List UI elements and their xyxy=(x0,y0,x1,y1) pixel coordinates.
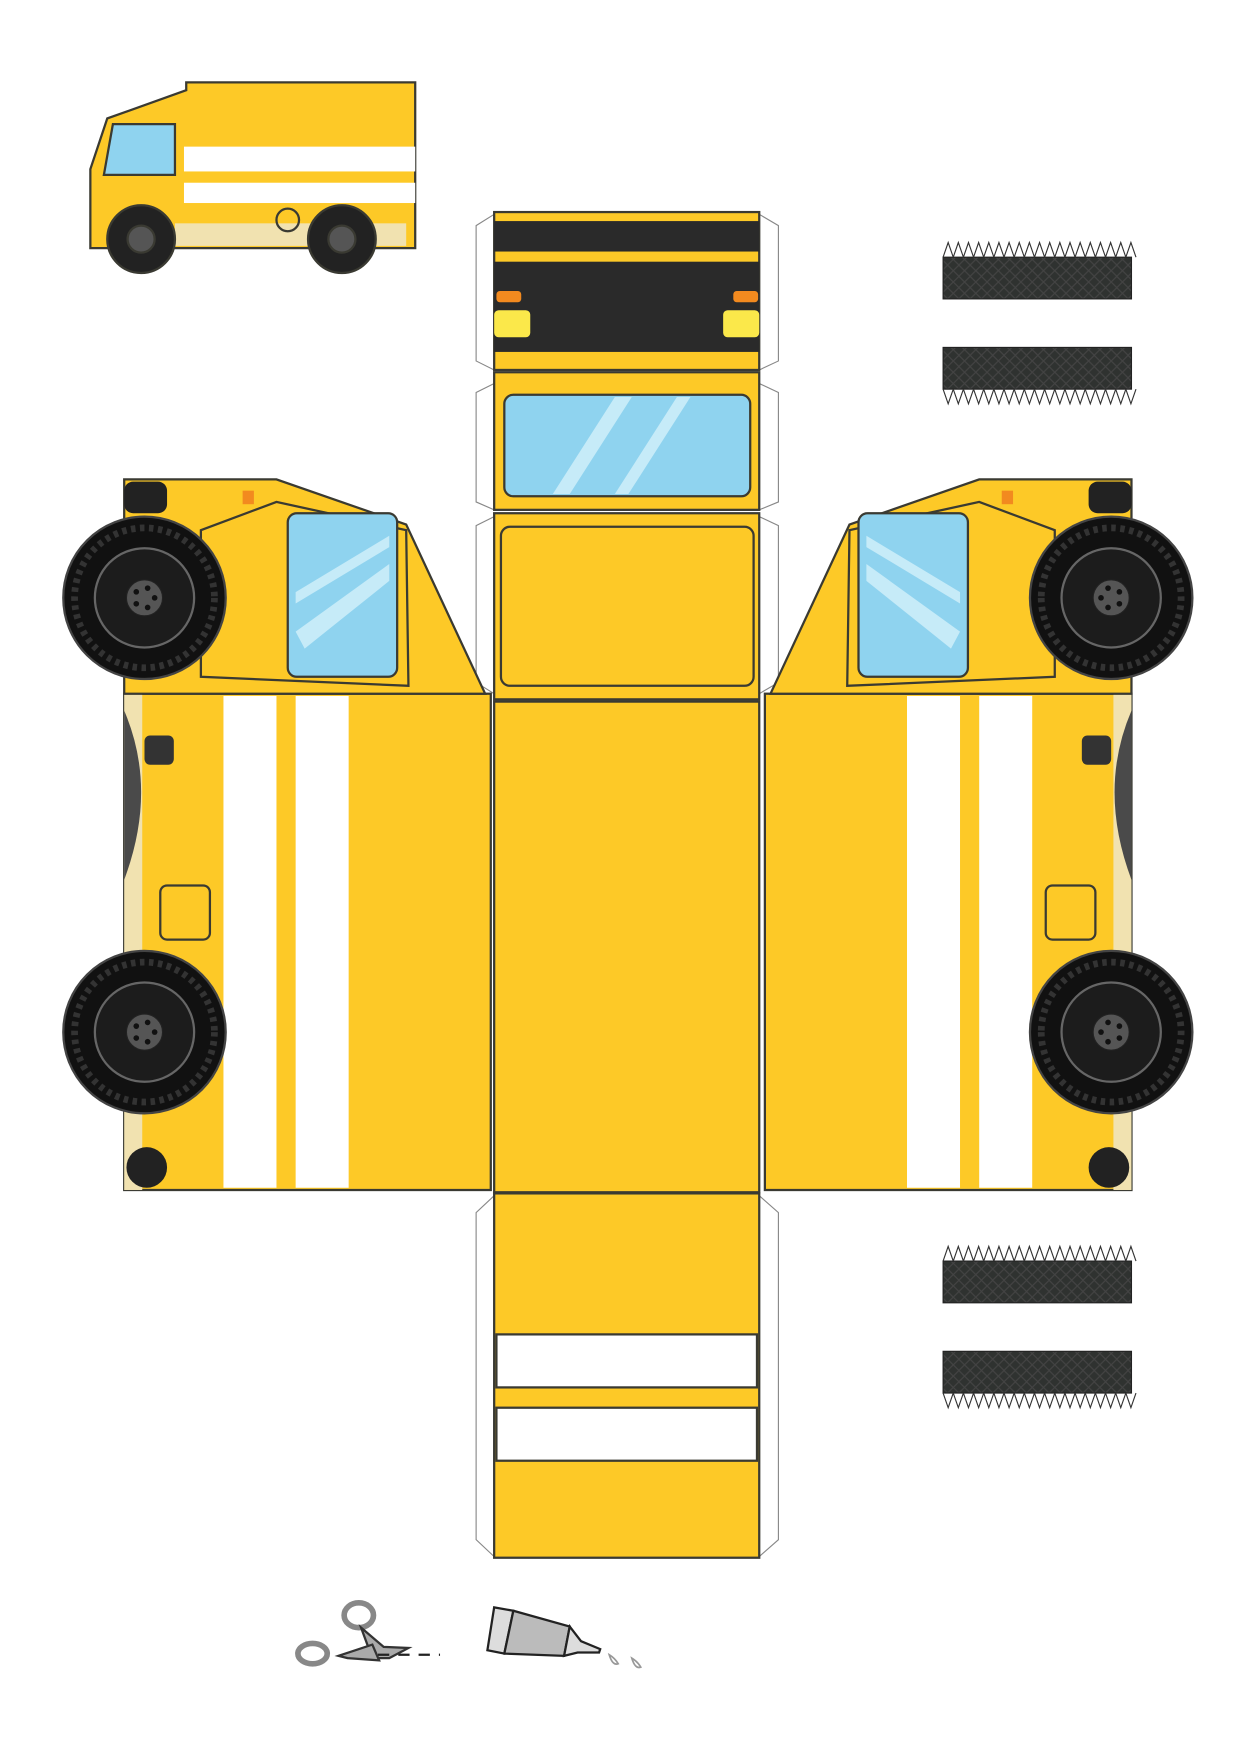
lug-nut xyxy=(151,1029,158,1035)
indicator-light-left xyxy=(496,291,522,303)
fuel-door xyxy=(159,884,212,941)
tire-tread xyxy=(1037,958,1185,1106)
hub xyxy=(125,1013,164,1051)
side-stripe xyxy=(223,695,277,1188)
window-glare xyxy=(866,535,961,649)
wheel xyxy=(1028,515,1194,681)
lug-nut xyxy=(1105,1038,1111,1045)
lug-nut xyxy=(1105,604,1111,611)
hood-panel xyxy=(493,512,761,701)
tread-band xyxy=(942,256,1133,300)
windshield-glare xyxy=(552,397,691,495)
tread-teeth xyxy=(942,240,1137,258)
tread-band xyxy=(942,1260,1133,1304)
bumper-band xyxy=(494,221,760,252)
tire-tread xyxy=(1037,524,1185,672)
tread-strip xyxy=(942,1350,1137,1410)
van-preview-illustration xyxy=(89,81,417,275)
lug-nut xyxy=(1105,1019,1111,1026)
headlight-right xyxy=(723,310,760,338)
fuel-door xyxy=(1044,884,1097,941)
rear-light xyxy=(126,1147,168,1188)
tread-band xyxy=(942,1350,1133,1394)
headlight-left xyxy=(494,310,531,338)
hood-outline xyxy=(499,525,755,687)
mirror xyxy=(1081,735,1112,765)
glue-tube-icon xyxy=(486,1606,643,1669)
preview-stripe xyxy=(183,146,416,172)
indicator-light xyxy=(1001,490,1014,505)
lug-nut xyxy=(1116,589,1123,595)
left-side-panel xyxy=(62,478,492,1192)
lug-nut xyxy=(144,585,151,591)
hub xyxy=(1092,1013,1130,1051)
tire-tread xyxy=(71,958,218,1106)
tire-tread xyxy=(71,524,218,672)
roof-panel xyxy=(493,700,761,1194)
lug-nut xyxy=(133,600,140,607)
preview-stripe xyxy=(183,182,416,204)
mirror xyxy=(144,735,174,765)
scissors-icon xyxy=(295,1600,441,1667)
tread-teeth xyxy=(942,388,1137,406)
lug-nut xyxy=(1116,1035,1123,1041)
tread-strip xyxy=(942,1244,1137,1304)
center-strip xyxy=(493,210,761,1559)
wheel xyxy=(62,949,227,1115)
lug-nut xyxy=(1116,1023,1123,1029)
lug-nut xyxy=(133,1035,140,1041)
lug-nut xyxy=(144,1038,151,1045)
wheel xyxy=(62,515,227,681)
side-stripe xyxy=(907,695,961,1188)
lug-nut xyxy=(144,604,151,611)
side-stripe xyxy=(295,695,349,1188)
preview-fuel-cap xyxy=(275,207,301,233)
lug-nut xyxy=(144,1019,151,1026)
lug-nut xyxy=(1098,1029,1104,1035)
preview-windshield xyxy=(102,122,177,176)
hub xyxy=(125,579,164,617)
indicator-light xyxy=(242,490,254,505)
marker-light xyxy=(124,481,168,514)
wheel xyxy=(1028,949,1194,1115)
tread-strip xyxy=(942,346,1137,406)
tread-teeth xyxy=(942,1244,1137,1262)
tread-strip xyxy=(942,240,1137,300)
tread-band xyxy=(942,346,1133,390)
windshield xyxy=(503,393,752,498)
wheel-arch-shadow xyxy=(124,710,142,880)
rear-stripe xyxy=(495,1406,759,1462)
window-glare xyxy=(295,535,390,649)
grille-band xyxy=(494,261,760,352)
rear-stripe xyxy=(495,1333,759,1389)
indicator-light-right xyxy=(733,291,759,303)
tread-teeth xyxy=(942,1392,1137,1410)
wheel-arch-shadow xyxy=(1114,710,1132,880)
hub xyxy=(1092,579,1130,617)
rear-light xyxy=(1088,1147,1130,1188)
lug-nut xyxy=(1098,595,1104,601)
side-stripe xyxy=(979,695,1033,1188)
lug-nut xyxy=(133,1023,140,1029)
marker-light xyxy=(1088,481,1132,514)
lug-nut xyxy=(133,589,140,595)
lug-nut xyxy=(1116,600,1123,607)
tire-tread-strips xyxy=(942,240,1137,1410)
right-side-panel xyxy=(763,478,1194,1192)
glue-tabs xyxy=(475,213,779,1558)
lug-nut xyxy=(1105,585,1111,591)
lug-nut xyxy=(151,595,158,601)
